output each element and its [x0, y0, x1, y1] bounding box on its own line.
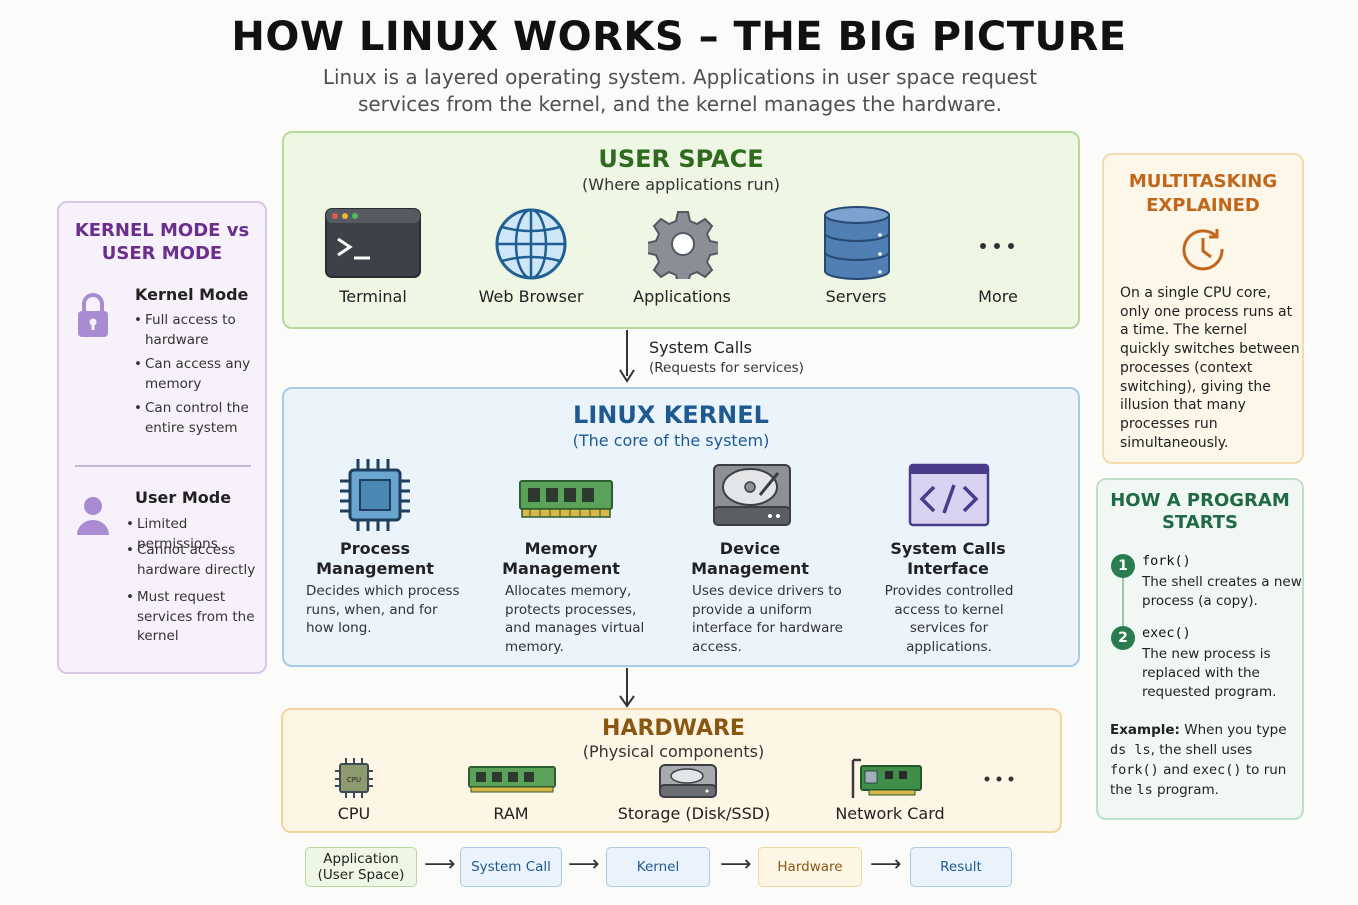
- flow-arrow-icon: ⟶: [720, 852, 752, 877]
- ellipsis-icon: [984, 776, 1014, 782]
- kernel-mode-heading: Kernel Mode: [135, 285, 249, 304]
- flow-arrow-icon: ⟶: [568, 852, 600, 877]
- cpu-icon: CPU: [335, 758, 373, 798]
- network-card-icon: [851, 758, 922, 798]
- step-number-badge: 2: [1111, 626, 1135, 650]
- user-mode-bullet: •Limited permissions: [126, 516, 218, 552]
- kernel-item-memory-desc: Allocates memory, protects processes, an…: [505, 583, 645, 655]
- arrow-down-icon: [619, 695, 635, 708]
- user-mode-heading: User Mode: [135, 488, 232, 507]
- hardware-item-ram: RAM: [493, 804, 529, 823]
- system-calls-sublabel: (Requests for services): [649, 360, 804, 376]
- clock-icon: [1182, 229, 1224, 271]
- kernel-item-memory-title-2: Management: [502, 559, 620, 578]
- page-subtitle: Linux is a layered operating system. App…: [322, 65, 1038, 116]
- arrow-down-icon: [619, 369, 635, 383]
- multitasking-text: On a single CPU core, only one process r…: [1120, 285, 1300, 451]
- user-space-subtitle: (Where applications run): [582, 175, 780, 194]
- hardware-subtitle: (Physical components): [582, 742, 765, 761]
- kernel-item-device-title-1: Device: [719, 539, 781, 558]
- lock-icon: [78, 293, 108, 337]
- page-title: HOW LINUX WORKS – THE BIG PICTURE: [231, 14, 1127, 60]
- database-icon: [824, 206, 890, 280]
- user-space-item-more: More: [978, 287, 1018, 306]
- cpu-chip-text: CPU: [347, 776, 361, 784]
- flow-step-hardware: Hardware: [758, 847, 862, 887]
- system-calls-arrow: [626, 330, 628, 376]
- step-desc: The shell creates a new process (a copy)…: [1142, 574, 1302, 609]
- program-title-1: HOW A PROGRAM: [1110, 490, 1290, 511]
- kernel-title: LINUX KERNEL: [573, 401, 769, 429]
- user-mode-bullet: •Cannot access hardware directly: [126, 542, 256, 578]
- hardware-item-storage: Storage (Disk/SSD): [617, 804, 771, 823]
- kernel-to-hardware-arrow: [626, 668, 628, 704]
- multitasking-title-1: MULTITASKING: [1128, 171, 1278, 192]
- flow-step-result: Result: [910, 847, 1012, 887]
- kernel-item-device-title-2: Management: [691, 559, 809, 578]
- terminal-icon: [325, 208, 421, 278]
- kernel-item-process-desc: Decides which process runs, when, and fo…: [306, 583, 460, 636]
- kernel-item-memory-title-1: Memory: [524, 539, 598, 558]
- user-mode-bullet: •Must request services from the kernel: [126, 589, 255, 644]
- ram-icon: [519, 480, 613, 518]
- divider: [75, 465, 251, 467]
- modes-title-2: USER MODE: [101, 243, 223, 264]
- program-title-2: STARTS: [1161, 512, 1239, 533]
- user-icon: [77, 497, 109, 535]
- kernel-item-process-title-2: Management: [316, 559, 434, 578]
- step-call: exec(): [1142, 625, 1191, 641]
- flow-step-application: Application(User Space): [305, 847, 417, 887]
- storage-icon: [659, 764, 717, 798]
- kernel-item-syscalls-title-1: System Calls: [890, 539, 1006, 558]
- cpu-chip-icon: [340, 459, 410, 531]
- kernel-vs-user-mode-panel: KERNEL MODE vs USER MODE Kernel Mode •Fu…: [57, 201, 267, 674]
- kernel-item-syscalls-title-2: Interface: [907, 559, 989, 578]
- kernel-item-syscalls-desc: Provides controlled access to kernel ser…: [884, 583, 1014, 655]
- step-call: fork(): [1142, 553, 1191, 569]
- flow-arrow-icon: ⟶: [424, 852, 456, 877]
- kernel-mode-bullet: •Can control the entire system: [134, 400, 249, 436]
- step-number-badge: 1: [1111, 554, 1135, 578]
- hardware-panel: HARDWARE (Physical components) CPU CPU R…: [281, 708, 1062, 833]
- modes-title-1: KERNEL MODE vs: [74, 220, 250, 241]
- kernel-item-process-title-1: Process: [340, 539, 410, 558]
- ellipsis-icon: [980, 243, 1014, 249]
- hard-disk-icon: [713, 464, 791, 526]
- multitasking-panel: MULTITASKING EXPLAINED On a single CPU c…: [1102, 153, 1304, 464]
- step-connector: [1122, 566, 1124, 628]
- gear-icon: [648, 211, 718, 279]
- program-example: Example: When you type ds ls, the shell …: [1110, 722, 1287, 798]
- ram-icon: [468, 766, 556, 793]
- step-desc: The new process is replaced with the req…: [1142, 646, 1277, 700]
- multitasking-title-2: EXPLAINED: [1146, 195, 1260, 216]
- user-space-title: USER SPACE: [598, 145, 764, 173]
- user-space-item-web-browser: Web Browser: [478, 287, 584, 306]
- hardware-item-cpu: CPU: [337, 804, 371, 823]
- flow-step-system-call: System Call: [460, 847, 562, 887]
- hardware-title: HARDWARE: [602, 716, 745, 741]
- kernel-item-device-desc: Uses device drivers to provide a uniform…: [692, 583, 843, 655]
- program-start-panel: HOW A PROGRAM STARTS 1 fork() The shell …: [1096, 478, 1304, 820]
- code-icon: [908, 463, 990, 527]
- hardware-item-network-card: Network Card: [835, 804, 945, 823]
- kernel-subtitle: (The core of the system): [572, 431, 770, 450]
- linux-kernel-panel: LINUX KERNEL (The core of the system) Pr…: [282, 387, 1080, 667]
- user-space-item-applications: Applications: [633, 287, 731, 306]
- kernel-mode-bullet: •Can access any memory: [134, 356, 251, 392]
- user-space-item-servers: Servers: [825, 287, 887, 306]
- user-space-item-terminal: Terminal: [339, 287, 407, 306]
- user-space-panel: USER SPACE (Where applications run) Term…: [282, 131, 1080, 329]
- flow-step-kernel: Kernel: [606, 847, 710, 887]
- kernel-mode-bullet: •Full access to hardware: [134, 312, 236, 348]
- flow-arrow-icon: ⟶: [870, 852, 902, 877]
- system-calls-label: System Calls: [649, 338, 752, 357]
- globe-icon: [495, 208, 567, 280]
